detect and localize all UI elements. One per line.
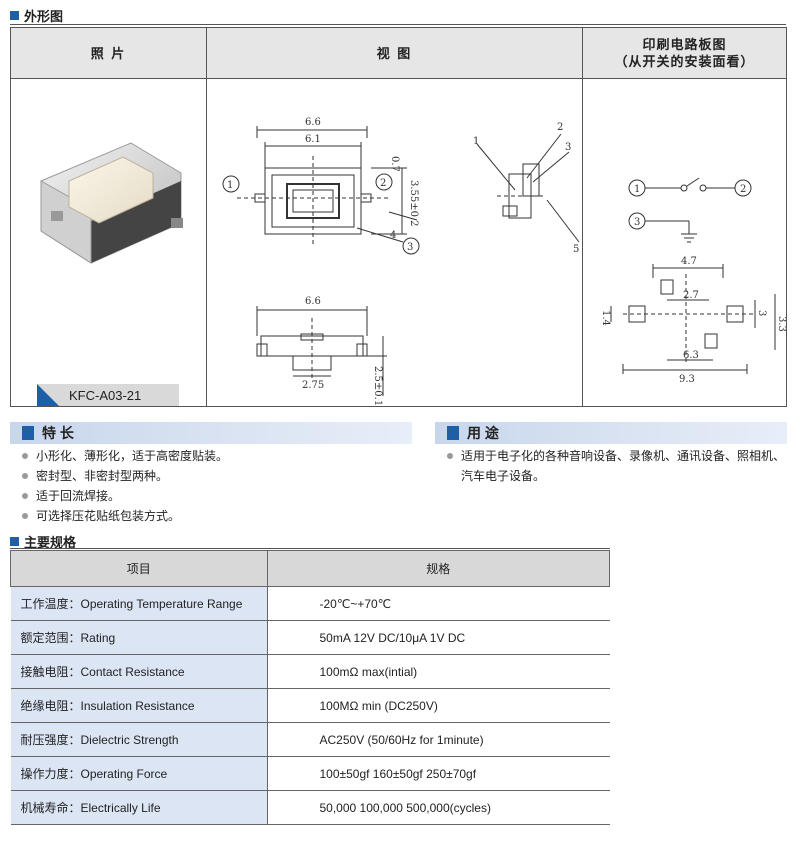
model-number: KFC-A03-21 (69, 387, 142, 403)
callout-4: 4 (390, 230, 396, 241)
spec-value: -20℃~+70℃ (267, 586, 610, 621)
callout-1-side: 1 (473, 136, 479, 147)
dim-top-height: 3.55±0.2 (408, 180, 419, 227)
spec-key: 绝缘电阻：Insulation Resistance (10, 688, 268, 723)
spec-key: 工作温度：Operating Temperature Range (10, 586, 268, 621)
pcb-dim-3: 6.3 (683, 350, 699, 361)
features-list: 小形化、薄形化，适于高密度贴装。 密封型、非密封型两种。 适于回流焊接。 可选择… (20, 446, 410, 526)
specs-title: 主要规格 (24, 535, 77, 550)
pcb-drawing: 1 2 3 4.7 2.7 6.3 9.3 1.4 3 3.3 (600, 177, 786, 385)
spec-key: 耐压强度：Dielectric Strength (10, 722, 268, 757)
spec-value: 50mA 12V DC/10μA 1V DC (267, 620, 610, 655)
spec-value: AC250V (50/60Hz for 1minute) (267, 722, 610, 757)
pcb-header-line1: 印刷电路板图 (642, 37, 727, 52)
outline-title: 外形图 (24, 9, 64, 24)
specs-header-spec: 规格 (266, 550, 610, 587)
pcb-dim-2: 2.7 (683, 290, 699, 301)
pcb-callout-2: 2 (740, 184, 746, 195)
spec-key: 接触电阻：Contact Resistance (10, 654, 268, 689)
spec-value: 100MΩ min (DC250V) (267, 688, 610, 723)
specs-top-rule (10, 548, 610, 549)
features-title: 特 长 (42, 425, 74, 441)
pcb-column-header: 印刷电路板图 （从开关的安装面看） (583, 28, 786, 79)
callout-2-left: 2 (380, 178, 386, 189)
specs-section-heading: 主要规格 (10, 532, 76, 551)
usage-heading: 用 途 (435, 422, 787, 444)
switch-view-drawing: 6.6 6.1 0.7 3.55±0.2 6.6 2.75 2.5±0.1 1 … (222, 117, 580, 406)
pcb-header-line2: （从开关的安装面看） (614, 54, 755, 69)
pcb-dim-4: 9.3 (679, 374, 695, 385)
outline-panel: 照 片 视 图 印刷电路板图 （从开关的安装面看） KFC-A03-21 (10, 27, 787, 407)
feature-item: 适于回流焊接。 (20, 486, 410, 506)
feature-item: 小形化、薄形化，适于高密度贴装。 (20, 446, 410, 466)
usage-marker-icon (447, 426, 459, 440)
table-row: 工作温度：Operating Temperature Range-20℃~+70… (10, 586, 610, 621)
features-marker-icon (22, 426, 34, 440)
pcb-callout-3: 3 (634, 217, 640, 228)
dim-bottom-width: 6.6 (305, 296, 321, 307)
dim-top-inner: 6.1 (305, 134, 321, 145)
column-divider-1 (206, 78, 207, 406)
feature-item: 密封型、非密封型两种。 (20, 466, 410, 486)
spec-key: 操作力度：Operating Force (10, 756, 268, 791)
model-label: KFC-A03-21 (37, 384, 179, 406)
photo-column-header: 照 片 (11, 28, 207, 79)
features-heading: 特 长 (10, 422, 412, 444)
pcb-callout-1: 1 (634, 184, 640, 195)
model-marker-icon (37, 384, 59, 406)
callout-3-side: 3 (565, 142, 571, 153)
dim-top-offset: 0.7 (389, 156, 400, 172)
callout-3-left: 3 (407, 242, 413, 253)
switch-photo (40, 142, 183, 264)
specs-table: 项目 规格 工作温度：Operating Temperature Range-2… (10, 550, 610, 825)
dim-top-outer: 6.6 (305, 117, 321, 128)
spec-value: 100mΩ max(intial) (267, 654, 610, 689)
callout-5: 5 (573, 244, 579, 255)
specs-header-row: 项目 规格 (10, 550, 610, 587)
usage-item: 适用于电子化的各种音响设备、录像机、通讯设备、照相机、汽车电子设备。 (445, 446, 790, 486)
outline-top-rule (10, 24, 786, 25)
pcb-dim-6: 3 (756, 310, 767, 316)
column-divider-2 (582, 78, 583, 406)
dim-bottom-height: 2.5±0.1 (372, 366, 383, 406)
view-column-header: 视 图 (207, 28, 583, 79)
usage-title: 用 途 (467, 425, 499, 441)
pcb-dim-1: 4.7 (681, 256, 697, 267)
feature-item: 可选择压花贴纸包装方式。 (20, 506, 410, 526)
specs-header-item: 项目 (10, 550, 268, 587)
dim-bottom-stem: 2.75 (302, 380, 324, 391)
spec-value: 100±50gf 160±50gf 250±70gf (267, 756, 610, 791)
view-header-label: 视 图 (376, 45, 413, 61)
section-marker-icon (10, 537, 19, 546)
spec-key: 额定范围：Rating (10, 620, 268, 655)
spec-value: 50,000 100,000 500,000(cycles) (267, 790, 610, 825)
callout-2-side: 2 (557, 122, 563, 133)
spec-key: 机械寿命：Electrically Life (10, 790, 268, 825)
outline-section-heading: 外形图 (10, 6, 63, 25)
photo-header-label: 照 片 (90, 45, 127, 61)
callout-1-left: 1 (227, 180, 233, 191)
section-marker-icon (10, 11, 19, 20)
pcb-dim-5: 1.4 (600, 310, 611, 326)
usage-list: 适用于电子化的各种音响设备、录像机、通讯设备、照相机、汽车电子设备。 (445, 446, 790, 486)
pcb-dim-7: 3.3 (776, 316, 786, 332)
